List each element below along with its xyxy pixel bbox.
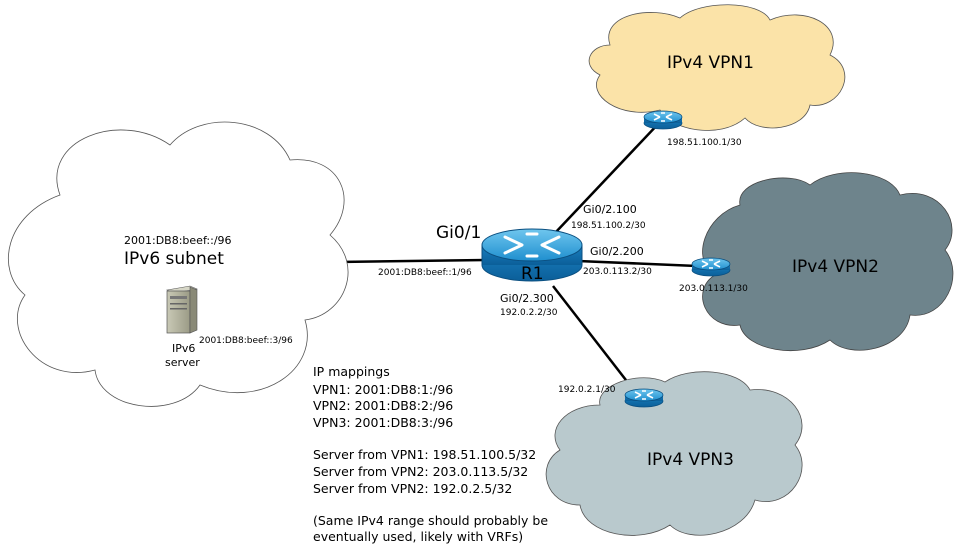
server-label-line1: IPv6 [172, 342, 195, 355]
gi0-2-300-ip: 192.0.2.2/30 [500, 308, 558, 318]
server-ip: 2001:DB8:beef::3/96 [199, 336, 293, 346]
vpn2-router-icon [691, 257, 731, 277]
notes-line: eventually used, likely with VRFs) [313, 529, 523, 544]
notes-line: (Same IPv4 range should probably be [313, 513, 548, 528]
vpn3-cloud: IPv4 VPN3 [545, 371, 803, 536]
ipv6-prefix: 2001:DB8:beef::/96 [124, 234, 232, 247]
vpn3-router-icon [624, 388, 664, 408]
vpn2-ip: 203.0.113.1/30 [679, 284, 748, 294]
ipv6-title: IPv6 subnet [124, 249, 224, 269]
links [336, 121, 698, 394]
gi0-2-200-ip: 203.0.113.2/30 [583, 267, 652, 277]
link-r1-vpn3 [552, 285, 637, 394]
vpn1-cloud: IPv4 VPN1 [588, 4, 846, 131]
vpn3-ip: 192.0.2.1/30 [558, 385, 616, 395]
vpn1-router-icon [643, 110, 683, 130]
gi0-1-ip: 2001:DB8:beef::1/96 [378, 268, 472, 278]
vpn1-title: IPv4 VPN1 [667, 53, 754, 73]
notes-line: Server from VPN2: 203.0.113.5/32 [313, 464, 528, 479]
notes-line: Server from VPN1: 198.51.100.5/32 [313, 447, 536, 462]
link-r1-vpn1 [554, 121, 661, 234]
server-icon [165, 285, 199, 334]
vpn3-title: IPv4 VPN3 [647, 450, 734, 470]
link-r1-vpn2 [577, 259, 698, 268]
vpn2-cloud: IPv4 VPN2 [702, 172, 954, 352]
ip-mappings-notes: IP mappings VPN1: 2001:DB8:1:/96 VPN2: 2… [313, 364, 548, 544]
vpn1-ip: 198.51.100.1/30 [667, 138, 742, 148]
notes-header: IP mappings [313, 364, 390, 379]
vpn2-title: IPv4 VPN2 [792, 257, 879, 277]
link-ipv6-r1 [336, 258, 487, 264]
r1-router-icon [481, 228, 583, 282]
gi0-2-200-label: Gi0/2.200 [590, 245, 644, 258]
server-label-line2: server [165, 356, 200, 369]
ipv6-subnet-cloud: 2001:DB8:beef::/96 IPv6 subnet [8, 121, 349, 407]
notes-line: VPN3: 2001:DB8:3:/96 [313, 415, 453, 430]
notes-line: VPN1: 2001:DB8:1:/96 [313, 382, 453, 397]
gi0-2-100-ip: 198.51.100.2/30 [571, 221, 646, 231]
gi0-1-label: Gi0/1 [436, 223, 481, 243]
notes-line: VPN2: 2001:DB8:2:/96 [313, 398, 453, 413]
gi0-2-100-label: Gi0/2.100 [583, 203, 637, 216]
gi0-2-300-label: Gi0/2.300 [500, 292, 554, 305]
notes-line: Server from VPN2: 192.0.2.5/32 [313, 481, 512, 496]
r1-name: R1 [521, 264, 544, 284]
